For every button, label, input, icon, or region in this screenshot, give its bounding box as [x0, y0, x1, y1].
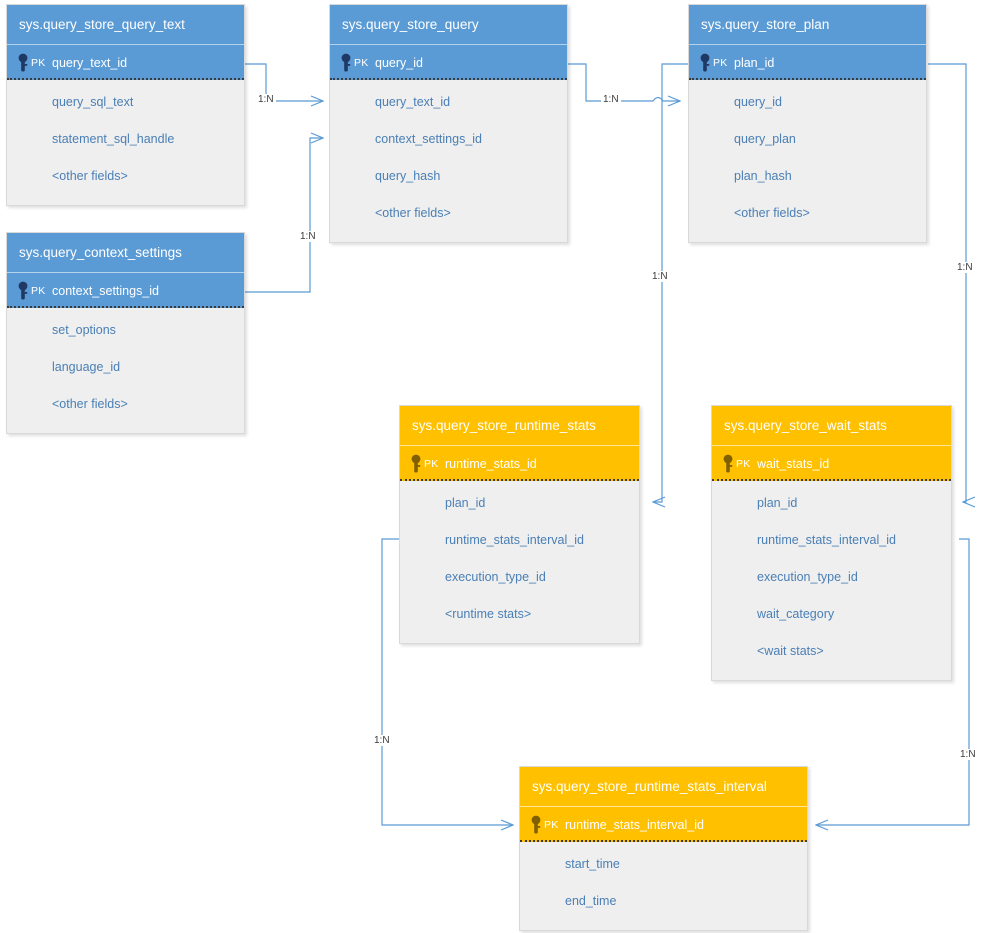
- entity-query-store-runtime-stats-interval[interactable]: sys.query_store_runtime_stats_interval P…: [519, 766, 808, 931]
- pk-field-name: query_text_id: [52, 56, 128, 70]
- pk-label: PK: [544, 819, 559, 831]
- field-row: execution_type_id: [445, 570, 546, 584]
- pk-label: PK: [736, 458, 751, 470]
- field-row: statement_sql_handle: [52, 132, 175, 146]
- field-row: <other fields>: [52, 397, 128, 411]
- field-row: <other fields>: [375, 206, 451, 220]
- cardinality-label-r6: 1:N: [372, 735, 392, 746]
- pk-field-name: runtime_stats_id: [445, 457, 537, 471]
- field-row: <wait stats>: [757, 644, 824, 658]
- field-row: <runtime stats>: [445, 607, 532, 621]
- entity-title: sys.query_context_settings: [7, 233, 244, 272]
- field-row: execution_type_id: [757, 570, 858, 584]
- field-row: plan_id: [757, 496, 798, 510]
- entity-fields: query_id query_plan plan_hash <other fie…: [689, 80, 926, 242]
- key-icon: [723, 454, 733, 473]
- field-row: plan_id: [445, 496, 486, 510]
- pk-field-name: context_settings_id: [52, 284, 160, 298]
- field-row: runtime_stats_interval_id: [757, 533, 896, 547]
- pk-label: PK: [424, 458, 439, 470]
- pk-label: PK: [713, 57, 728, 69]
- entity-pk-row[interactable]: PK query_id: [330, 44, 567, 80]
- key-icon: [411, 454, 421, 473]
- cardinality-label-r5: 1:N: [955, 262, 975, 273]
- entity-pk-row[interactable]: PK wait_stats_id: [712, 445, 951, 481]
- entity-query-context-settings[interactable]: sys.query_context_settings PK context_se…: [6, 232, 245, 434]
- relationship-r2: [245, 138, 323, 293]
- pk-badge: PK: [17, 273, 45, 309]
- key-icon: [341, 53, 351, 72]
- entity-pk-row[interactable]: PK runtime_stats_id: [400, 445, 639, 481]
- field-row: wait_category: [757, 607, 835, 621]
- field-row: start_time: [565, 857, 620, 871]
- pk-badge: PK: [699, 45, 727, 81]
- entity-fields: start_time end_time: [520, 842, 807, 930]
- field-row: query_text_id: [375, 95, 451, 109]
- pk-badge: PK: [410, 446, 438, 482]
- field-row: end_time: [565, 894, 617, 908]
- cardinality-label-r3: 1:N: [601, 94, 621, 105]
- pk-field-name: runtime_stats_interval_id: [565, 818, 704, 832]
- cardinality-label-r7: 1:N: [958, 749, 978, 760]
- pk-badge: PK: [722, 446, 750, 482]
- pk-field-name: query_id: [375, 56, 423, 70]
- field-row: context_settings_id: [375, 132, 483, 146]
- pk-field-name: wait_stats_id: [757, 457, 830, 471]
- cardinality-label-r4: 1:N: [650, 271, 670, 282]
- entity-query-store-runtime-stats[interactable]: sys.query_store_runtime_stats PK runtime…: [399, 405, 640, 644]
- entity-fields: query_text_id context_settings_id query_…: [330, 80, 567, 242]
- pk-field-name: plan_id: [734, 56, 775, 70]
- cardinality-label-r1: 1:N: [256, 94, 276, 105]
- pk-label: PK: [354, 57, 369, 69]
- entity-query-store-query[interactable]: sys.query_store_query PK query_id query_…: [329, 4, 568, 243]
- field-row: runtime_stats_interval_id: [445, 533, 584, 547]
- field-row: query_sql_text: [52, 95, 134, 109]
- cardinality-label-r2: 1:N: [298, 231, 318, 242]
- relationship-r4: [653, 63, 688, 502]
- entity-title: sys.query_store_query_text: [7, 5, 244, 44]
- entity-query-store-wait-stats[interactable]: sys.query_store_wait_stats PK wait_stats…: [711, 405, 952, 681]
- field-row: <other fields>: [734, 206, 810, 220]
- pk-badge: PK: [340, 45, 368, 81]
- entity-title: sys.query_store_wait_stats: [712, 406, 951, 445]
- entity-title: sys.query_store_query: [330, 5, 567, 44]
- key-icon: [531, 815, 541, 834]
- pk-label: PK: [31, 285, 46, 297]
- pk-badge: PK: [530, 807, 558, 843]
- field-row: query_id: [734, 95, 782, 109]
- field-row: language_id: [52, 360, 121, 374]
- field-row: query_plan: [734, 132, 796, 146]
- entity-title: sys.query_store_runtime_stats_interval: [520, 767, 807, 806]
- field-row: plan_hash: [734, 169, 792, 183]
- field-row: <other fields>: [52, 169, 128, 183]
- entity-pk-row[interactable]: PK runtime_stats_interval_id: [520, 806, 807, 842]
- entity-pk-row[interactable]: PK context_settings_id: [7, 272, 244, 308]
- key-icon: [18, 281, 28, 300]
- field-row: set_options: [52, 323, 116, 337]
- entity-title: sys.query_store_runtime_stats: [400, 406, 639, 445]
- key-icon: [700, 53, 710, 72]
- pk-badge: PK: [17, 45, 45, 81]
- relationship-r3: [568, 63, 680, 101]
- field-row: query_hash: [375, 169, 441, 183]
- entity-query-store-query-text[interactable]: sys.query_store_query_text PK query_text…: [6, 4, 245, 206]
- pk-label: PK: [31, 57, 46, 69]
- entity-pk-row[interactable]: PK plan_id: [689, 44, 926, 80]
- entity-query-store-plan[interactable]: sys.query_store_plan PK plan_id query_id…: [688, 4, 927, 243]
- entity-pk-row[interactable]: PK query_text_id: [7, 44, 244, 80]
- entity-fields: plan_id runtime_stats_interval_id execut…: [400, 481, 639, 643]
- entity-fields: set_options language_id <other fields>: [7, 308, 244, 433]
- entity-title: sys.query_store_plan: [689, 5, 926, 44]
- key-icon: [18, 53, 28, 72]
- entity-fields: plan_id runtime_stats_interval_id execut…: [712, 481, 951, 680]
- entity-fields: query_sql_text statement_sql_handle <oth…: [7, 80, 244, 205]
